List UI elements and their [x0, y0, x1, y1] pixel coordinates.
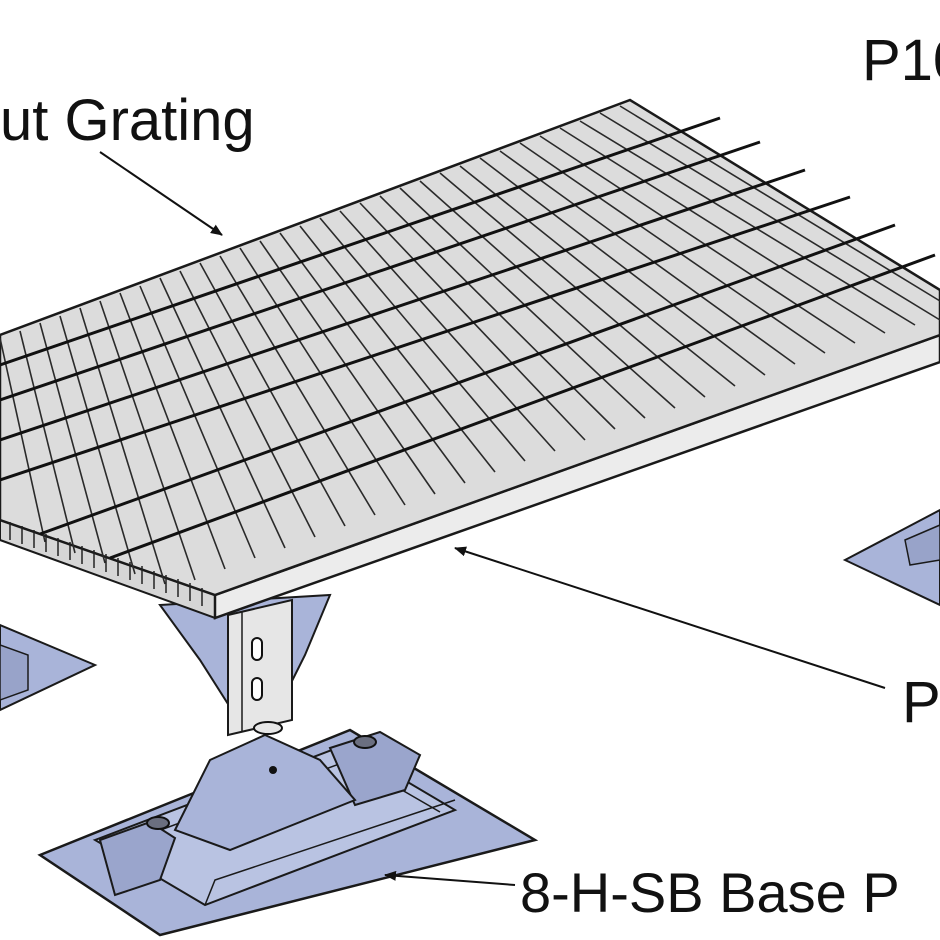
top-right-label: P10 [862, 28, 940, 93]
base-plate-label: 8-H-SB Base P [520, 861, 900, 924]
grating-label: ut Grating [0, 88, 255, 153]
right-base-plate [842, 508, 940, 607]
right-mid-label: P [902, 670, 940, 735]
grating-cross-bars [0, 116, 936, 560]
leader-lines [99, 151, 886, 886]
grating-bars [0, 105, 940, 585]
base-plate-arrow [384, 870, 516, 886]
support-post [158, 593, 357, 852]
grating-edge-teeth [9, 522, 203, 606]
grating-deck [0, 98, 940, 620]
left-base-plate [0, 623, 98, 712]
post-arrow [454, 546, 886, 689]
grating-arrow [99, 151, 223, 236]
